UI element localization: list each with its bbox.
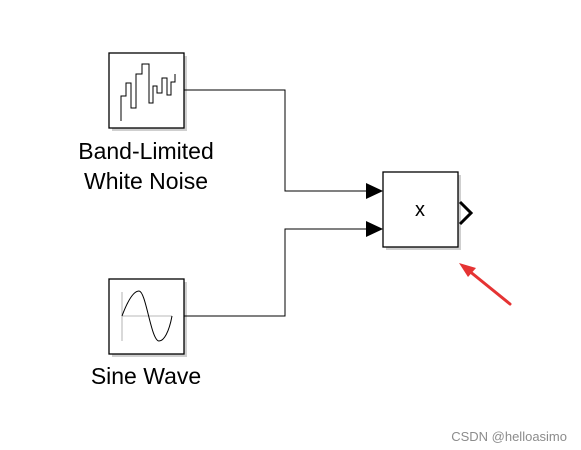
noise-block-label-line1: Band-Limited <box>78 138 214 164</box>
output-port-icon[interactable] <box>458 200 474 226</box>
signal-line-sine-to-product[interactable] <box>184 228 366 317</box>
red-arrow-icon <box>459 263 512 306</box>
sine-block-label: Sine Wave <box>91 363 201 389</box>
signal-line-noise-to-product[interactable] <box>184 89 366 192</box>
band-limited-noise-icon <box>120 63 176 121</box>
sine-wave-block[interactable]: Sine Wave <box>91 278 201 389</box>
product-block[interactable]: x <box>382 171 474 250</box>
input-port-1-arrow-icon <box>366 183 383 199</box>
band-limited-white-noise-block[interactable]: Band-Limited White Noise <box>78 52 214 194</box>
sine-block-body[interactable] <box>108 278 185 355</box>
watermark: CSDN @helloasimo <box>451 429 567 444</box>
product-block-body[interactable] <box>382 171 459 248</box>
sine-wave-icon <box>121 290 173 342</box>
product-block-symbol: x <box>415 199 425 221</box>
input-port-2-arrow-icon <box>366 221 383 237</box>
noise-block-label-line2: White Noise <box>84 168 208 194</box>
